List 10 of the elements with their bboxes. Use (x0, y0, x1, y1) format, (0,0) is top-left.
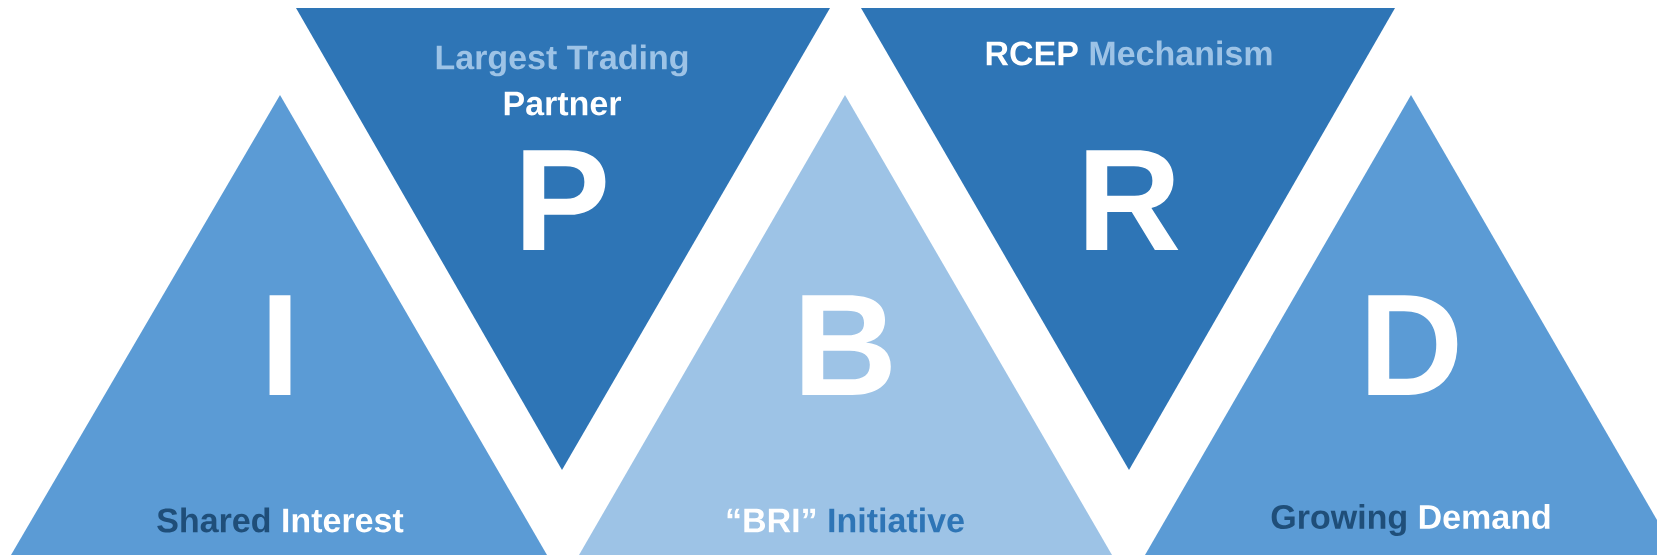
big-letter: B (802, 295, 891, 395)
triangle-label: Shared Interest (157, 507, 404, 533)
triangle-label: “BRI” Initiative (727, 507, 964, 533)
triangle-label: Growing Demand (1271, 504, 1550, 536)
big-letter: I (269, 295, 291, 395)
big-letter: P (523, 150, 606, 250)
big-letter: R (1086, 150, 1179, 250)
triangle-label: RCEP Mechanism (986, 40, 1272, 66)
big-letter: D (1368, 295, 1458, 395)
triangle-label: Largest Trading Partner (436, 44, 688, 116)
